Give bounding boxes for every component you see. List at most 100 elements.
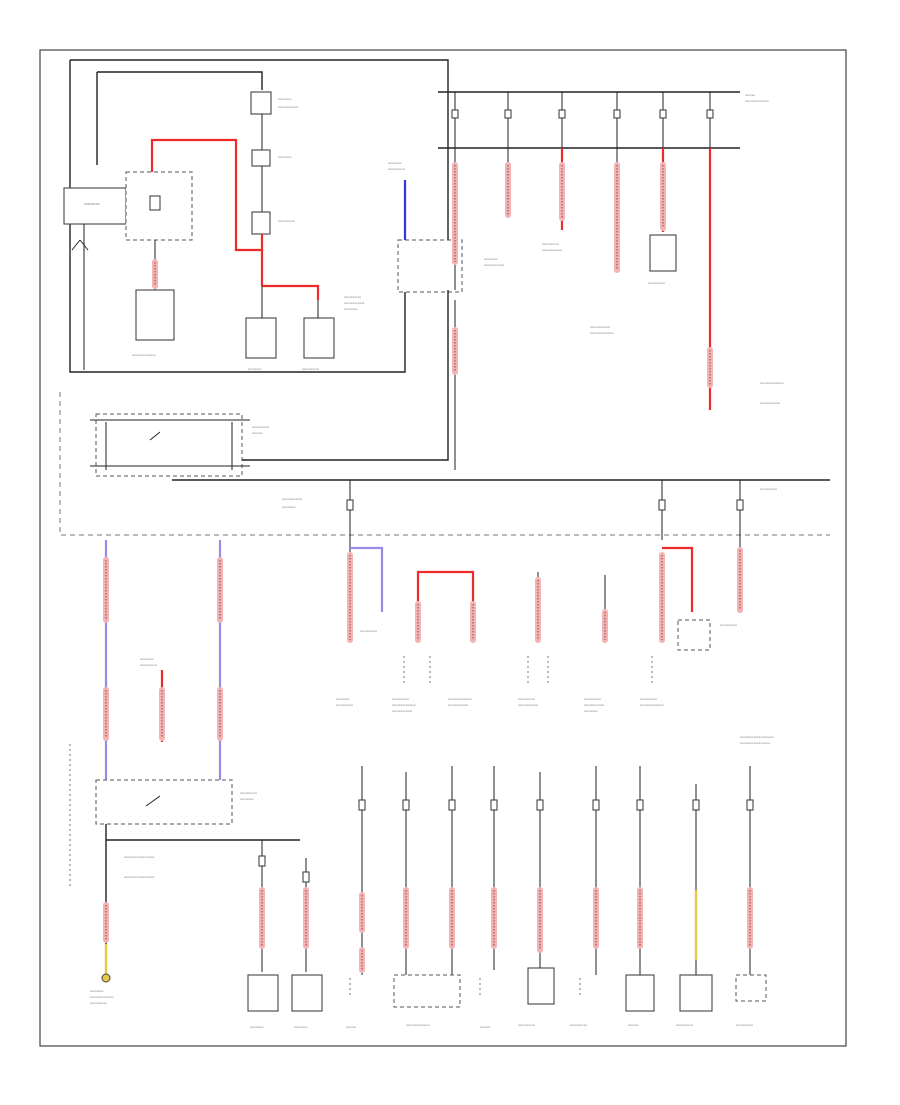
svg-text:▭▭▭▭▭▭▭: ▭▭▭▭▭▭▭	[406, 1023, 430, 1027]
svg-text:▭▭▭▭▭▭: ▭▭▭▭▭▭	[278, 105, 299, 109]
svg-text:▭▭▭▭: ▭▭▭▭	[584, 709, 598, 713]
svg-text:▭▭▭▭▭: ▭▭▭▭▭	[584, 697, 602, 701]
battery-area: ▭▭▭▭ ▭▭▭▭▭▭▭ ▭▭▭▭ ▭▭▭▭▭▭ ▭▭▭▭ ▭▭▭▭▭ ▭▭▭▭…	[63, 59, 449, 373]
svg-text:▭▭▭▭▭▭: ▭▭▭▭▭▭	[282, 497, 303, 501]
svg-text:▭▭▭▭▭: ▭▭▭▭▭	[344, 295, 362, 299]
svg-text:▭▭▭▭▭▭: ▭▭▭▭▭▭	[760, 401, 781, 405]
load-box	[527, 967, 555, 1005]
svg-text:▭▭▭▭▭: ▭▭▭▭▭	[336, 703, 354, 707]
svg-text:▭▭▭▭▭: ▭▭▭▭▭	[736, 1023, 754, 1027]
fuse-icon	[451, 92, 714, 148]
svg-text:▭▭▭▭▭: ▭▭▭▭▭	[90, 1001, 108, 1005]
ground-icon	[101, 973, 111, 983]
svg-text:▭▭▭▭: ▭▭▭▭	[250, 1025, 264, 1029]
svg-text:▭▭▭▭▭: ▭▭▭▭▭	[648, 281, 666, 285]
load-box	[625, 974, 655, 1012]
svg-text:▭▭▭▭▭: ▭▭▭▭▭	[360, 629, 378, 633]
bottom-loads: ▭▭▭▭▭▭▭▭▭▭ ▭▭▭▭▭▭▭▭▭	[247, 735, 775, 1029]
svg-text:▭▭▭▭: ▭▭▭▭	[484, 257, 498, 261]
fuse-icon	[251, 149, 271, 167]
svg-text:▭▭▭▭: ▭▭▭▭	[336, 697, 350, 701]
svg-text:▭▭▭▭▭▭▭: ▭▭▭▭▭▭▭	[90, 995, 114, 999]
diagram-frame	[39, 49, 847, 1047]
svg-text:▭▭▭▭▭: ▭▭▭▭▭	[760, 487, 778, 491]
svg-text:▭▭▭▭: ▭▭▭▭	[344, 307, 358, 311]
svg-text:▭▭▭▭▭: ▭▭▭▭▭	[392, 697, 410, 701]
control-unit-top: ▭▭▭▭ ▭▭▭▭▭ ▭▭▭▭▭ ▭▭▭▭▭▭ ▭▭▭▭	[344, 161, 463, 311]
svg-text:▭▭▭▭▭: ▭▭▭▭▭	[240, 791, 258, 795]
alternator-box	[303, 317, 335, 359]
svg-text:▭▭▭▭▭: ▭▭▭▭▭	[302, 367, 320, 371]
svg-text:▭▭▭▭: ▭▭▭▭	[140, 657, 154, 661]
svg-text:▭▭▭▭▭: ▭▭▭▭▭	[278, 219, 296, 223]
svg-text:▭▭▭: ▭▭▭	[745, 93, 756, 97]
svg-text:▭▭▭▭▭: ▭▭▭▭▭	[140, 663, 158, 667]
main-fuse-block	[125, 171, 193, 241]
relay-box	[95, 413, 243, 477]
svg-text:▭▭▭▭▭▭▭: ▭▭▭▭▭▭▭	[132, 353, 156, 357]
left-switch-area: ▭▭▭▭ ▭▭▭▭▭ ▭▭▭▭▭ ▭▭▭▭ ▭▭▭▭▭▭▭▭▭ ▭▭▭▭▭▭▭▭…	[69, 540, 300, 1005]
svg-text:▭▭▭▭▭: ▭▭▭▭▭	[252, 425, 270, 429]
svg-text:▭▭▭▭▭: ▭▭▭▭▭	[720, 623, 738, 627]
relay-row: ▭▭▭▭▭ ▭▭▭ ▭▭▭▭▭▭ ▭▭▭▭ ▭▭▭▭▭	[59, 290, 830, 540]
load-box	[677, 619, 711, 651]
svg-text:▭▭▭▭▭: ▭▭▭▭▭	[640, 697, 658, 701]
load-box	[393, 974, 461, 1008]
fuse-icon	[251, 211, 271, 235]
svg-text:▭▭▭▭: ▭▭▭▭	[90, 989, 104, 993]
svg-text:▭▭▭▭: ▭▭▭▭	[278, 155, 292, 159]
relay-switch-icon	[145, 795, 161, 807]
load-box	[247, 974, 279, 1012]
svg-text:▭▭▭▭▭: ▭▭▭▭▭	[542, 242, 560, 246]
svg-text:▭▭▭▭: ▭▭▭▭	[282, 505, 296, 509]
svg-text:▭▭▭▭▭▭▭▭▭: ▭▭▭▭▭▭▭▭▭	[124, 855, 155, 859]
svg-text:▭▭▭▭▭▭: ▭▭▭▭▭▭	[584, 703, 605, 707]
svg-text:▭▭▭▭▭▭▭: ▭▭▭▭▭▭▭	[392, 703, 416, 707]
fuse-row-top: ▭▭▭ ▭▭▭▭▭▭▭ ▭▭▭▭ ▭▭▭▭▭▭ ▭▭▭▭▭ ▭▭▭▭▭▭	[438, 91, 784, 470]
svg-text:▭▭▭▭▭▭▭▭▭▭: ▭▭▭▭▭▭▭▭▭▭	[740, 735, 775, 739]
switch-box	[95, 779, 233, 825]
svg-text:▭▭▭▭: ▭▭▭▭	[278, 97, 292, 101]
load-box	[649, 234, 677, 272]
svg-text:▭▭▭▭: ▭▭▭▭	[84, 201, 100, 206]
load-box	[291, 974, 323, 1012]
svg-text:▭▭▭▭: ▭▭▭▭	[240, 797, 254, 801]
starter-box	[245, 317, 277, 359]
svg-text:▭▭▭: ▭▭▭	[480, 1025, 491, 1029]
svg-text:▭▭▭▭▭▭: ▭▭▭▭▭▭	[518, 703, 539, 707]
svg-text:▭▭▭▭▭▭▭▭▭: ▭▭▭▭▭▭▭▭▭	[124, 875, 155, 879]
svg-text:▭▭▭▭▭▭: ▭▭▭▭▭▭	[542, 248, 563, 252]
svg-text:▭▭▭▭▭▭: ▭▭▭▭▭▭	[484, 263, 505, 267]
fuse-icon	[250, 91, 272, 115]
svg-text:▭▭▭▭▭: ▭▭▭▭▭	[570, 1023, 588, 1027]
svg-text:▭▭▭▭▭▭: ▭▭▭▭▭▭	[392, 709, 413, 713]
svg-text:▭▭▭: ▭▭▭	[346, 1025, 357, 1029]
middle-loads: ▭▭▭▭▭ ▭▭▭▭▭ ▭▭▭▭ ▭▭▭▭▭ ▭▭▭▭▭ ▭▭▭▭▭▭▭ ▭▭▭…	[336, 540, 743, 713]
svg-text:▭▭▭▭▭: ▭▭▭▭▭	[388, 167, 406, 171]
svg-text:▭▭▭▭▭▭: ▭▭▭▭▭▭	[344, 301, 365, 305]
svg-text:▭▭▭: ▭▭▭	[628, 1023, 639, 1027]
svg-text:▭▭▭▭▭▭▭: ▭▭▭▭▭▭▭	[590, 331, 614, 335]
fuse-icon	[346, 480, 744, 540]
svg-text:▭▭▭▭▭▭: ▭▭▭▭▭▭	[448, 703, 469, 707]
svg-text:▭▭▭▭▭: ▭▭▭▭▭	[518, 1023, 536, 1027]
svg-text:▭▭▭▭: ▭▭▭▭	[388, 161, 402, 165]
load-box	[735, 974, 767, 1002]
svg-text:▭▭▭▭▭▭▭: ▭▭▭▭▭▭▭	[640, 703, 664, 707]
generator-box	[135, 289, 175, 341]
fuse-icon	[258, 766, 754, 975]
svg-text:▭▭▭▭▭▭▭: ▭▭▭▭▭▭▭	[760, 381, 784, 385]
control-unit-box	[397, 239, 463, 293]
svg-text:▭▭▭▭▭: ▭▭▭▭▭	[518, 697, 536, 701]
svg-text:▭▭▭▭▭▭: ▭▭▭▭▭▭	[590, 325, 611, 329]
fuse-icon	[149, 195, 161, 211]
load-box	[679, 974, 713, 1012]
battery-box	[63, 187, 127, 225]
svg-text:▭▭▭▭: ▭▭▭▭	[294, 1025, 308, 1029]
svg-text:▭▭▭▭: ▭▭▭▭	[248, 367, 262, 371]
svg-text:▭▭▭▭▭▭▭: ▭▭▭▭▭▭▭	[745, 99, 769, 103]
svg-text:▭▭▭▭▭: ▭▭▭▭▭	[676, 1023, 694, 1027]
svg-text:▭▭▭: ▭▭▭	[252, 431, 263, 435]
